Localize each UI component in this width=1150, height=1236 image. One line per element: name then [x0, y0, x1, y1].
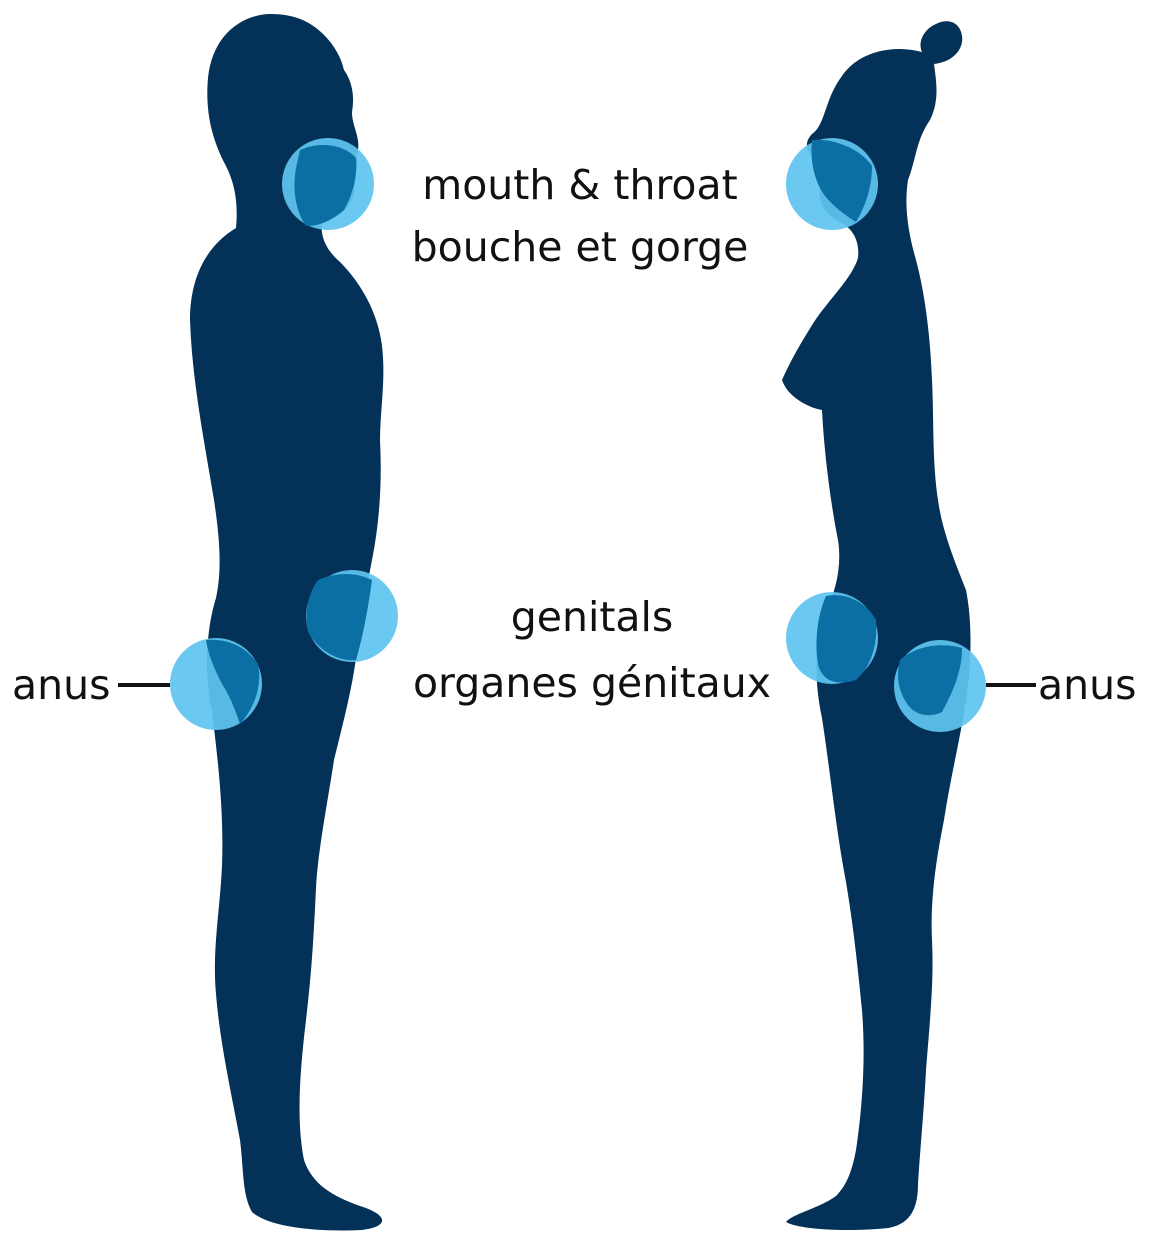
label-organes-genitaux: organes génitaux	[372, 652, 812, 714]
label-mouth-throat: mouth & throat	[360, 154, 800, 216]
label-anus-right: anus	[1038, 654, 1136, 716]
label-bouche-et-gorge: bouche et gorge	[360, 216, 800, 278]
label-anus-left: anus	[12, 654, 110, 716]
label-genitals: genitals	[372, 586, 812, 648]
